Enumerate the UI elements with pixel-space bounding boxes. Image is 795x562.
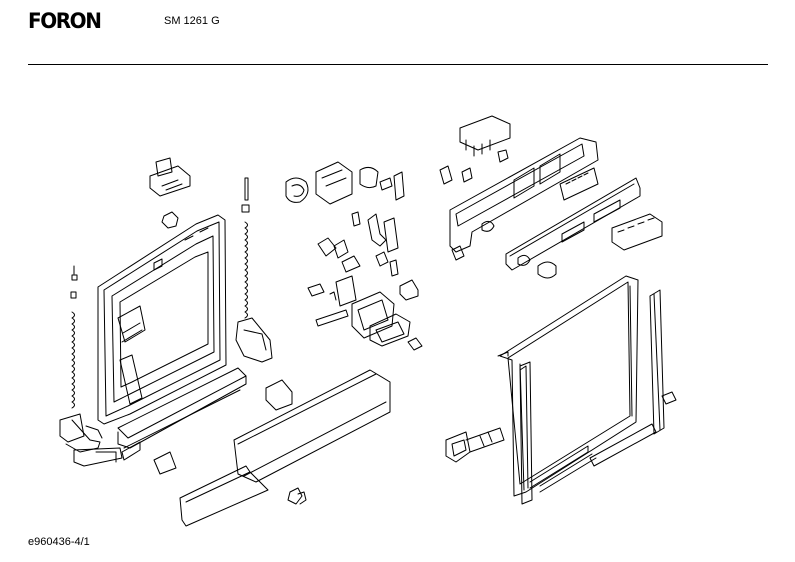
outer-door-frame	[498, 276, 638, 504]
terminal-block	[440, 116, 510, 184]
push-button-block	[538, 168, 662, 278]
control-panel-housing	[450, 138, 598, 260]
handle-bracket	[446, 428, 504, 462]
timer-motor	[286, 162, 404, 204]
door-latch-parts	[150, 158, 190, 228]
model-number: SM 1261 G	[164, 15, 220, 27]
hinge-spring-right	[236, 178, 272, 362]
dispenser-assembly	[308, 212, 422, 350]
document-id: e960436-4/1	[28, 536, 90, 548]
side-rail-right	[590, 290, 676, 466]
control-panel-fascia	[506, 178, 640, 270]
hinge-spring-left	[60, 266, 122, 466]
header-divider	[28, 64, 768, 65]
lower-door-trim	[180, 370, 390, 526]
brand-logo: FORON	[28, 9, 102, 33]
inner-door-panel	[98, 215, 226, 424]
bottom-trim-strips	[118, 368, 292, 474]
